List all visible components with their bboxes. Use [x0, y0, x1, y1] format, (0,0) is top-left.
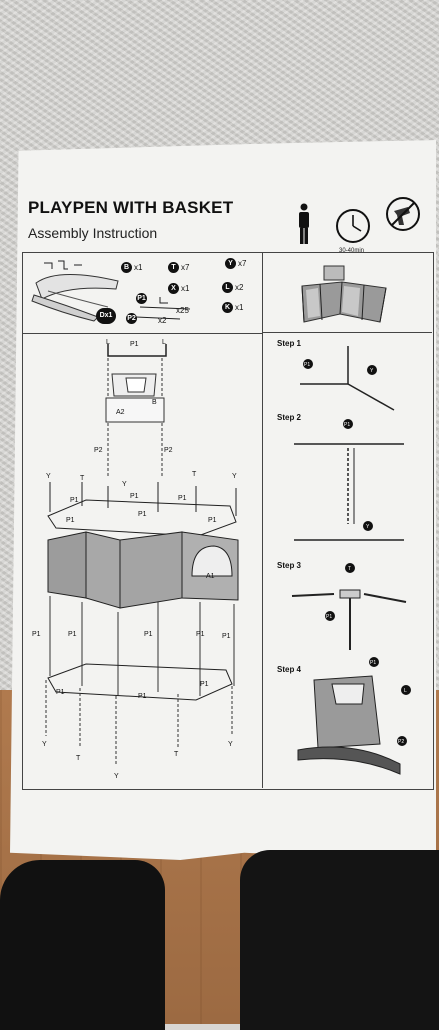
- document-subtitle: Assembly Instruction: [28, 225, 158, 241]
- parts-rods: [135, 297, 191, 320]
- label-top-p1: P1: [130, 341, 139, 348]
- part-l-badge: L: [222, 282, 233, 293]
- label-top-l-right: L: [162, 339, 166, 346]
- part-b-qty: x1: [134, 263, 143, 272]
- part-t-qty: x7: [181, 263, 190, 272]
- part-l-qty: x2: [235, 283, 244, 292]
- step4-marker-l: L: [404, 688, 407, 694]
- playpen-preview: [301, 265, 387, 323]
- panel-divider: [262, 252, 263, 788]
- right-leg: [240, 850, 439, 1030]
- label-p1-l: P1: [56, 689, 65, 696]
- step-2-label: Step 2: [277, 413, 302, 422]
- part-x-badge: X: [168, 283, 179, 294]
- label-p1-m: P1: [138, 693, 147, 700]
- part-p2-badge: P2: [126, 313, 137, 324]
- label-p1-a: P1: [70, 497, 79, 504]
- step2-marker-p1: P1: [344, 422, 350, 428]
- label-t-3: T: [76, 755, 81, 762]
- part-p2-qty: x2: [158, 316, 167, 325]
- person-icon: [299, 203, 309, 244]
- person-legs: [0, 850, 439, 1030]
- label-p1-j: P1: [196, 631, 205, 638]
- assembly-time: 30-40min: [339, 248, 365, 254]
- label-t-4: T: [174, 751, 179, 758]
- step-4-label: Step 4: [277, 665, 302, 674]
- label-a2: A2: [116, 409, 125, 416]
- label-a1: A1: [206, 573, 215, 580]
- label-y-4: Y: [42, 741, 47, 748]
- step1-marker-y: Y: [370, 368, 374, 374]
- step2-marker-y: Y: [366, 524, 370, 530]
- no-drill-icon: [386, 197, 420, 231]
- step3-marker-p1: P1: [326, 614, 332, 620]
- step3-marker-t: T: [348, 566, 351, 572]
- label-p1-c: P1: [178, 495, 187, 502]
- part-y-qty: x7: [238, 259, 247, 268]
- label-y-5: Y: [114, 773, 119, 780]
- label-p1-e: P1: [138, 511, 147, 518]
- step-3-label: Step 3: [277, 561, 302, 570]
- label-p1-h: P1: [68, 631, 77, 638]
- left-leg: [0, 860, 165, 1030]
- part-x-qty: x1: [181, 284, 190, 293]
- label-y-6: Y: [228, 741, 233, 748]
- label-p1-i: P1: [144, 631, 153, 638]
- steps-diagram: P1 Y P1 Y T P1 P1 L P2: [291, 346, 411, 775]
- label-p2-left: P2: [94, 447, 103, 454]
- label-p2-right: P2: [164, 447, 173, 454]
- part-d-badge: Dx1: [96, 308, 116, 324]
- label-p1-n: P1: [200, 681, 209, 688]
- clock-icon: [336, 209, 370, 243]
- part-p1-badge: P1: [136, 293, 147, 304]
- part-t-badge: T: [168, 262, 179, 273]
- part-b-badge: B: [121, 262, 132, 273]
- part-p1-qty: x25: [176, 306, 189, 315]
- main-assembly-diagram: P1 L L B A2 P2 P2 Y T Y T Y P1 P1 P1 P1 …: [32, 339, 239, 780]
- label-top-l-left: L: [106, 339, 110, 346]
- part-y-badge: Y: [225, 258, 236, 269]
- preview-divider: [262, 332, 432, 333]
- part-k-qty: x1: [235, 303, 244, 312]
- part-k-badge: K: [222, 302, 233, 313]
- step4-marker-p2: P2: [398, 739, 404, 745]
- label-y-2: Y: [122, 481, 127, 488]
- label-p1-k: P1: [222, 633, 231, 640]
- label-b: B: [152, 399, 157, 406]
- label-y-3: Y: [232, 473, 237, 480]
- step1-marker-p1: P1: [304, 362, 310, 368]
- label-t-1: T: [80, 475, 85, 482]
- label-t-2: T: [192, 471, 197, 478]
- label-p1-f: P1: [208, 517, 217, 524]
- parts-divider: [22, 333, 262, 334]
- label-y-1: Y: [46, 473, 51, 480]
- document-title: PLAYPEN WITH BASKET: [28, 198, 234, 217]
- diagram-frame: [22, 252, 434, 790]
- label-p1-g: P1: [32, 631, 41, 638]
- label-p1-b: P1: [130, 493, 139, 500]
- step-1-label: Step 1: [277, 339, 302, 348]
- parts-sketch: [31, 260, 119, 322]
- step4-marker-p1: P1: [370, 660, 376, 666]
- label-p1-d: P1: [66, 517, 75, 524]
